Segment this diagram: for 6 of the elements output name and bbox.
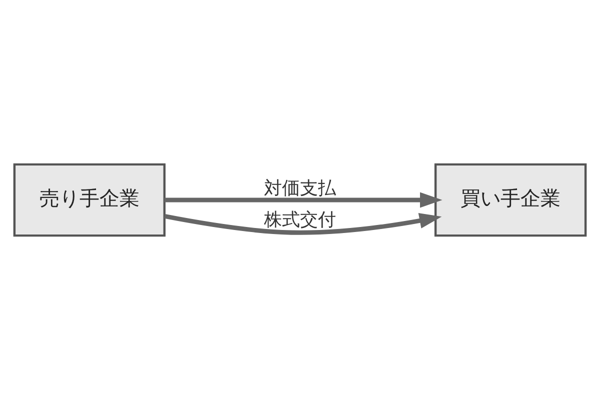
- node-box: 売り手企業: [13, 163, 166, 237]
- arrow: [164, 192, 442, 208]
- node-box: 買い手企業: [434, 163, 587, 237]
- edge-label: 株式交付: [264, 210, 336, 230]
- arrow: [164, 213, 442, 235]
- edge-label: 対価支払: [264, 179, 336, 200]
